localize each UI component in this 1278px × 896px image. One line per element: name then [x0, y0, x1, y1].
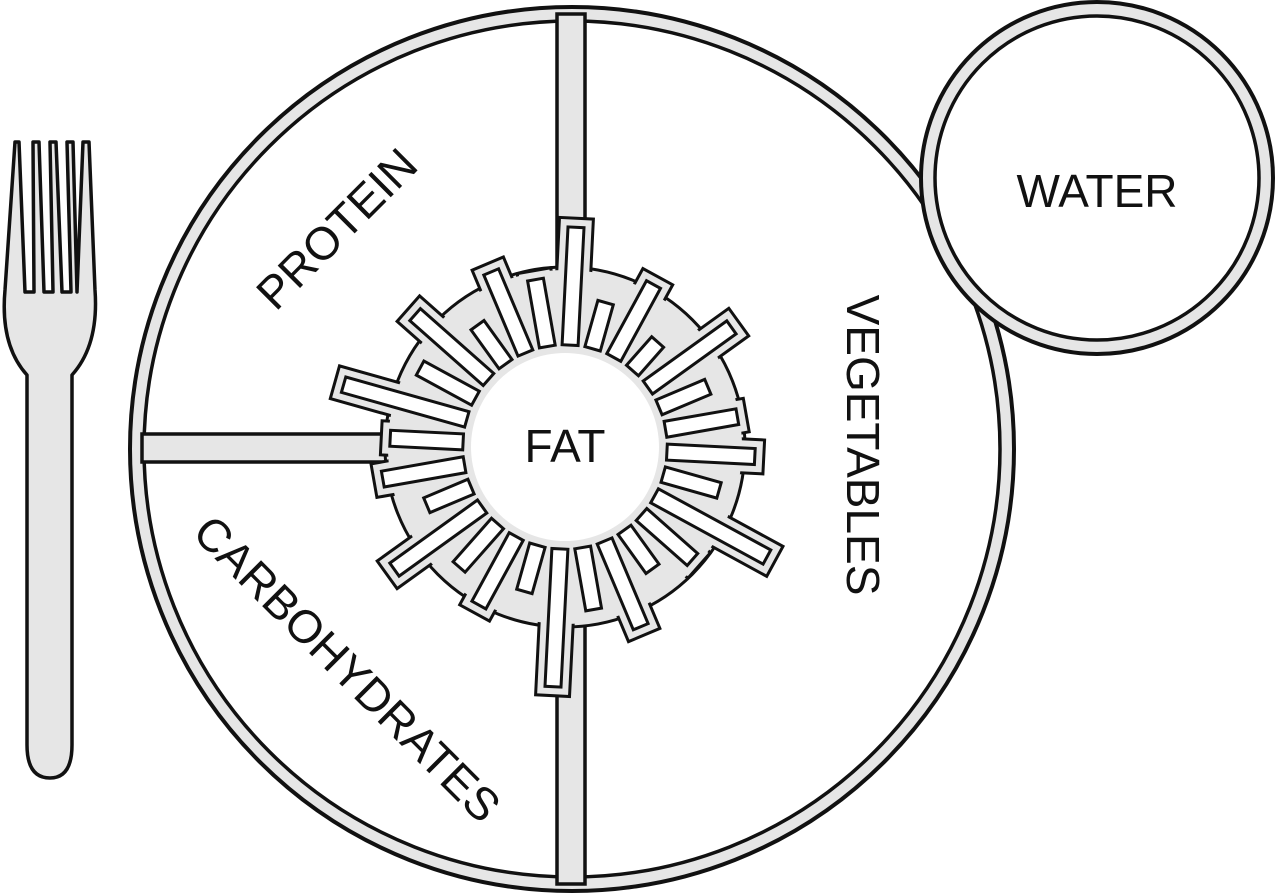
burst-spike: [387, 497, 489, 579]
burst-spike: [407, 306, 496, 388]
burst-spike: [641, 318, 739, 397]
burst-spike: [583, 298, 616, 353]
burst-spike: [560, 225, 586, 348]
burst-spike: [634, 506, 700, 568]
burst-spike: [469, 530, 526, 611]
burst-spike: [648, 486, 773, 567]
burst-spike: [514, 541, 547, 596]
vegetables-label: VEGETABLES: [837, 295, 889, 596]
burst-spike: [525, 276, 557, 350]
burst-spike: [421, 477, 477, 515]
burst-spike: [339, 375, 471, 429]
burst-spike: [659, 465, 724, 500]
burst-spike: [653, 377, 713, 417]
water-glass-icon: [919, 0, 1275, 356]
fork-icon: [2, 140, 98, 780]
burst-spike: [450, 516, 506, 575]
fat-label: FAT: [525, 420, 606, 472]
burst-spike: [468, 318, 515, 371]
burst-spike: [379, 455, 468, 489]
glass-inner: [933, 14, 1261, 342]
burst-spike: [615, 523, 662, 576]
burst-spike: [662, 407, 741, 439]
burst-spike: [604, 278, 663, 364]
fat-burst-icon: [328, 215, 786, 699]
burst-spike: [481, 266, 535, 359]
burst-spike: [414, 358, 482, 408]
burst-spike: [543, 546, 570, 689]
burst-spike: [388, 428, 466, 452]
burst-spike: [624, 334, 666, 378]
water-label: WATER: [1017, 165, 1178, 217]
divider-left: [140, 432, 400, 464]
burst-spike: [664, 442, 757, 467]
burst-spike: [573, 544, 604, 613]
burst-spike: [595, 535, 651, 632]
fat-center-circle: [471, 353, 659, 541]
